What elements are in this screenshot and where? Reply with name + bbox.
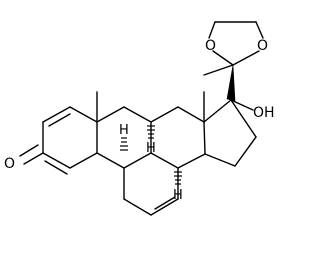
hydrogen-c14-label: H bbox=[173, 188, 183, 203]
structural-formula: O O OH O H H H bbox=[4, 21, 275, 216]
hashed-bond-c9-h bbox=[120, 137, 128, 151]
c17-oh-bond bbox=[230, 99, 254, 111]
ring-d-bond bbox=[203, 99, 232, 123]
ring-a-bond bbox=[69, 106, 98, 123]
ring-a-bond bbox=[96, 106, 125, 123]
ketone-double-bond bbox=[23, 152, 44, 165]
dioxolane-oxygen-label-right: O bbox=[257, 38, 268, 54]
hashed-bond-c14-h bbox=[174, 171, 182, 185]
ring-d-bond bbox=[234, 136, 257, 167]
ketone-oxygen-label: O bbox=[4, 156, 15, 172]
ring-a-bond bbox=[42, 106, 71, 123]
ring-b-bond bbox=[123, 198, 152, 216]
bond-skeleton bbox=[19, 21, 264, 216]
hydrogen-c9-label: H bbox=[119, 123, 129, 138]
hashed-bond-c8-h bbox=[147, 125, 155, 139]
ring-a-bond bbox=[42, 152, 71, 169]
dioxolane-ring-bond bbox=[255, 21, 264, 39]
ring-b-bond bbox=[123, 152, 152, 169]
c20-c17-wedge bbox=[226, 64, 236, 102]
ring-d-bond bbox=[230, 99, 257, 138]
ring-c-bond bbox=[150, 106, 179, 123]
dioxolane-ring-bond bbox=[232, 50, 260, 66]
dioxolane-ring-bond bbox=[212, 50, 234, 66]
ring-b-double-bond-inner bbox=[154, 196, 176, 210]
ring-d-bond bbox=[204, 153, 236, 167]
ring-c-bond bbox=[150, 152, 179, 169]
ring-d-bond bbox=[203, 121, 206, 155]
ring-a-bond bbox=[123, 106, 152, 123]
dioxolane-oxygen-label-left: O bbox=[205, 38, 216, 54]
ketal-methyl-bond bbox=[203, 64, 234, 76]
ring-c-bond bbox=[177, 153, 206, 169]
ring-a-bond bbox=[96, 152, 125, 169]
hydroxyl-label: OH bbox=[253, 105, 275, 121]
hydrogen-c8-label: H bbox=[146, 141, 156, 156]
ketone-double-bond bbox=[19, 144, 39, 157]
ring-a-double-bond-inner bbox=[48, 113, 71, 127]
ring-c-bond bbox=[177, 106, 205, 123]
ring-a-double-bond-inner bbox=[44, 160, 68, 175]
ring-b-bond bbox=[150, 198, 179, 216]
ring-a-bond bbox=[69, 152, 98, 169]
dioxolane-ring-bond bbox=[208, 21, 216, 39]
